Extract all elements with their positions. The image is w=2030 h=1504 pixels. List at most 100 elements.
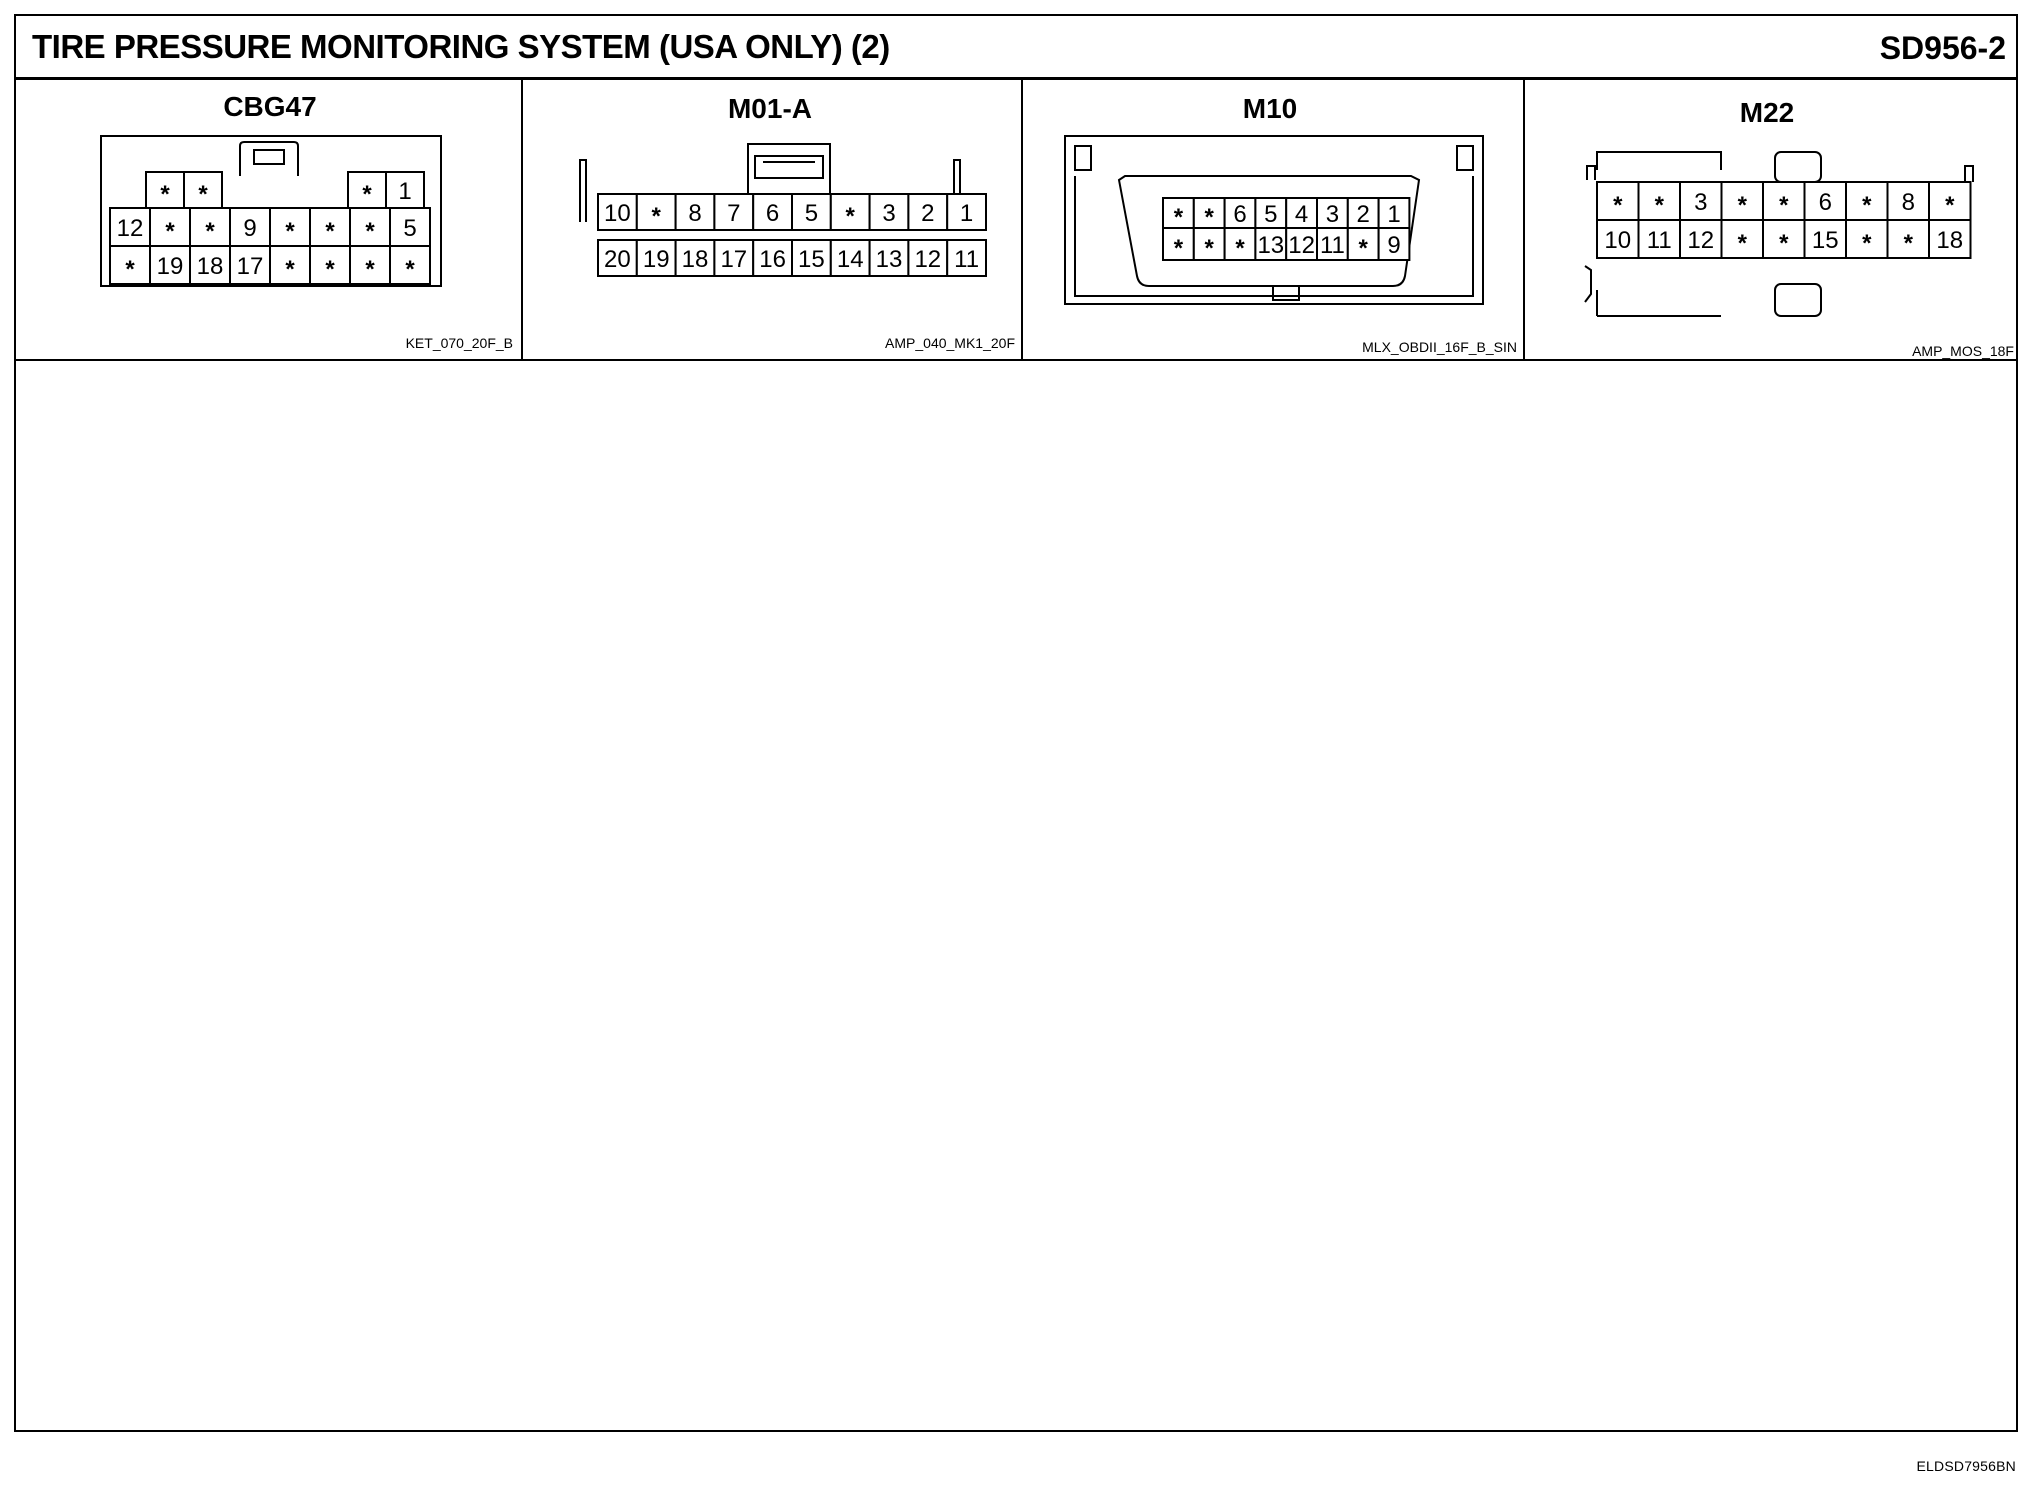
pin-label: * [160,181,170,208]
pin-cell [1346,227,1380,261]
pin-label: * [285,256,295,283]
bottom-latch [1774,283,1822,317]
pin-label: * [1945,192,1955,219]
pin-label: * [405,256,415,283]
pin-label: 5 [1264,201,1277,228]
pin-label: 11 [1320,232,1345,259]
pin-cell [389,207,431,247]
pin-cell [1192,197,1226,229]
pin-label: 11 [1647,227,1672,254]
pin-cell [1596,181,1640,221]
pin-cell [907,239,949,277]
pin-cell [349,245,391,285]
pin-cell [1803,219,1847,259]
pin-label: * [1862,230,1872,257]
left-clip [1584,265,1592,303]
pin-label: * [325,256,335,283]
pin-cell [868,193,910,231]
pin-label: * [165,218,175,245]
pin-label: * [1174,204,1184,231]
pin-label: 10 [1604,227,1631,254]
pin-label: 1 [398,178,411,205]
pin-label: 14 [837,246,864,273]
pin-label: * [652,203,662,230]
pin-cell [946,193,988,231]
pin-cell [309,245,351,285]
diagram-frame: TIRE PRESSURE MONITORING SYSTEM (USA ONL… [14,14,2018,1432]
left-rail [579,159,587,222]
pin-cell [1928,181,1972,221]
pin-cell [1886,219,1930,259]
pin-label: * [1738,230,1748,257]
pin-label: * [325,218,335,245]
pin-cell [674,239,716,277]
pin-label: 12 [1687,227,1714,254]
pin-label: * [198,181,208,208]
pin-cell [1316,227,1349,261]
pin-label: * [1779,192,1789,219]
pin-label: 8 [688,200,701,227]
page-title: TIRE PRESSURE MONITORING SYSTEM (USA ONL… [32,28,890,65]
pin-cell [868,239,910,277]
pin-cell [1223,197,1257,229]
pin-label: * [125,256,135,283]
pin-label: 3 [1694,189,1707,216]
pin-label: 10 [604,200,631,227]
pin-label: 19 [643,246,670,273]
pin-cell [1762,219,1806,259]
pin-label: 18 [197,253,224,280]
pin-label: 4 [1295,201,1308,228]
obd-shroud [1117,175,1421,287]
left-key [1074,145,1092,171]
pin-cell [713,239,755,277]
diagram-code: SD956-2 [1879,30,2006,66]
connector-name: CBG47 [223,91,316,122]
pin-label: 8 [1902,189,1915,216]
latch-body [747,143,831,195]
pin-label: * [1655,192,1665,219]
pin-label: * [1779,230,1789,257]
pin-cell [349,207,391,247]
pin-label: * [1235,235,1245,262]
pin-label: * [1359,235,1369,262]
pin-label: 3 [882,200,895,227]
pin-label: 6 [766,200,779,227]
pin-cell [269,245,311,285]
pin-label: 18 [1936,227,1963,254]
connector-housing [100,135,442,287]
pin-cell [1845,219,1889,259]
pin-label: 3 [1326,201,1339,228]
pin-cell [946,239,988,277]
pin-label: 1 [1387,201,1400,228]
pin-label: 5 [805,200,818,227]
pin-label: 12 [1288,232,1315,259]
top-hood [1596,151,1722,170]
pin-label: * [1205,204,1215,231]
right-rail [953,159,961,222]
connector-type-label: KET_070_20F_B [406,335,513,351]
pin-label: * [205,218,215,245]
connector-name: M01-A [728,93,812,124]
pin-label: * [1862,192,1872,219]
pin-cell [385,171,425,209]
connector-type-label: AMP_040_MK1_20F [885,335,1015,351]
pin-label: 15 [798,246,825,273]
pin-label: 15 [1812,227,1839,254]
pin-label: * [365,218,375,245]
pin-cell [229,245,271,285]
pin-label: 11 [954,246,979,273]
pin-label: 13 [876,246,903,273]
pin-cell [1928,219,1972,259]
pin-label: 6 [1233,201,1246,228]
pin-cell [1679,181,1723,221]
pin-label: 16 [759,246,786,273]
pin-label: 17 [720,246,747,273]
right-key [1456,145,1474,171]
